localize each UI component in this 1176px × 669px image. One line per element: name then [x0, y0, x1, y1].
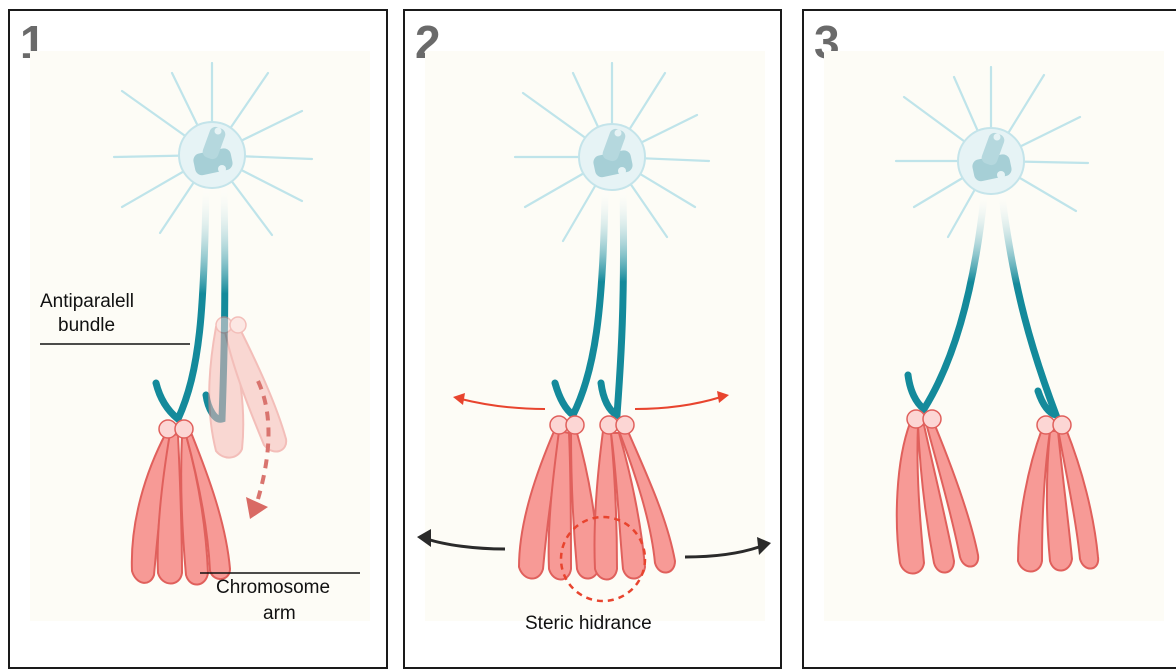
panel-3: 3: [802, 9, 1176, 669]
antiparallel-label-line2: bundle: [58, 315, 115, 338]
panel-1: 1: [8, 9, 388, 669]
steric-hindrance-label: Steric hidrance: [525, 613, 652, 636]
black-arrow-left-head: [417, 529, 431, 547]
chromosome-label-line1: Chromosome: [216, 577, 330, 600]
centrosome: [179, 122, 245, 188]
antiparallel-label-line1: Antiparalell: [40, 291, 134, 314]
centrosome: [958, 128, 1024, 194]
centrosome: [579, 124, 645, 190]
panel-2: 2: [403, 9, 782, 669]
panel-2-diagram: [405, 11, 782, 669]
panel-3-diagram: [804, 11, 1176, 669]
chromosome-label-line2: arm: [263, 603, 296, 626]
panel-1-diagram: [10, 11, 388, 669]
